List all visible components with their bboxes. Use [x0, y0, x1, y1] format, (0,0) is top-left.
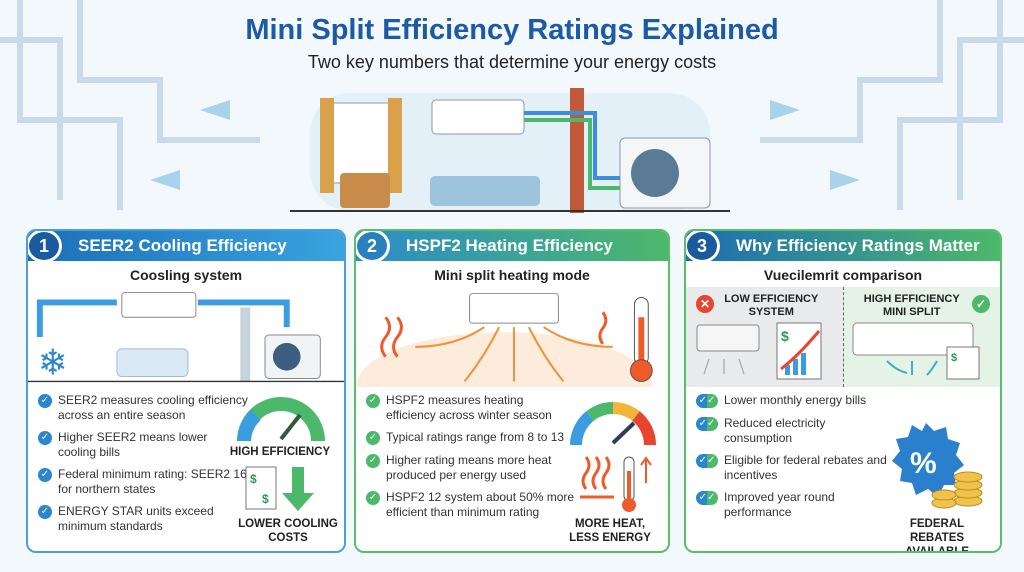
rebate-badge-coins-icon: % — [892, 423, 983, 509]
card-why-ratings-matter: Why Efficiency Ratings Matter 3 Vuecilem… — [684, 229, 1002, 553]
gauge-label: HIGH EFFICIENCY — [229, 446, 331, 458]
heat-thermometer-icon — [580, 456, 652, 512]
low-efficiency-panel: ✕ LOW EFFICIENCY SYSTEM $ — [686, 287, 844, 387]
check-icon: ✓ — [366, 431, 380, 445]
cost-label: LOWER COOLING COSTS — [238, 518, 338, 544]
step-number: 2 — [356, 231, 390, 263]
bullet-list: ✓ HSPF2 measures heating efficiency acros… — [366, 393, 576, 527]
bullet-text: Higher rating means more heat produced p… — [386, 453, 552, 482]
rebate-label: FEDERAL REBATES AVAILABLE — [904, 518, 970, 553]
bullet-text: Federal minimum rating: SEER2 16 for nor… — [58, 467, 247, 496]
bullet-item: ✓ Higher rating means more heat produced … — [366, 453, 576, 482]
page-title: Mini Split Efficiency Ratings Explained — [245, 14, 779, 46]
bill-down-arrow-icon: $$ — [245, 466, 314, 511]
svg-text:$: $ — [250, 472, 257, 486]
check-icon: ✓ — [366, 491, 380, 505]
bullet-list: ✓✓ Lower monthly energy bills ✓✓ Reduced e… — [696, 393, 896, 527]
card-header: Why Efficiency Ratings Matter — [686, 231, 1000, 261]
x-icon: ✕ — [696, 295, 714, 313]
check-icon: ✓ — [38, 394, 52, 408]
bullet-text: Lower monthly energy bills — [724, 393, 867, 407]
home-scene-illustration — [290, 88, 730, 213]
bullet-text: ENERGY STAR units exceed minimum standar… — [58, 504, 214, 533]
bullet-text: HSPF2 measures heating efficiency across… — [386, 393, 552, 422]
efficiency-gauge-icon — [569, 401, 657, 446]
svg-text:❄: ❄ — [38, 343, 68, 383]
bullet-text: Eligible for federal rebates and incenti… — [724, 453, 887, 482]
bullet-text: Typical ratings range from 8 to 13 — [386, 430, 565, 444]
card-subtitle: Mini split heating mode — [434, 267, 590, 283]
check-circle-icon: ✓ — [972, 295, 990, 313]
check-icon: ✓ — [38, 468, 52, 482]
double-check-icon: ✓✓ — [696, 491, 718, 505]
bullet-item: ✓✓ Reduced electricity consumption — [696, 416, 896, 445]
svg-text:$: $ — [262, 492, 269, 506]
step-number: 3 — [686, 231, 720, 263]
percent-symbol: % — [910, 447, 937, 480]
cooling-system-illustration: ❄ — [28, 292, 344, 383]
card-header: HSPF2 Heating Efficiency — [356, 231, 668, 261]
more-heat-label: MORE HEAT, LESS ENERGY — [569, 518, 651, 544]
bullet-text: HSPF2 12 system about 50% more efficient… — [386, 490, 575, 519]
card-subtitle: Vuecilemrit comparison — [763, 267, 923, 283]
card-seer2-cooling: SEER2 Cooling Efficiency 1 Coosling syst… — [26, 229, 346, 553]
bullet-list: ✓ SEER2 measures cooling efficiency acros… — [38, 393, 248, 541]
card-hspf2-heating: HSPF2 Heating Efficiency 2 Mini split he… — [354, 229, 670, 553]
svg-text:$: $ — [781, 328, 789, 344]
bullet-item: ✓ SEER2 measures cooling efficiency acros… — [38, 393, 248, 422]
check-icon: ✓ — [366, 454, 380, 468]
check-icon: ✓ — [38, 505, 52, 519]
check-icon: ✓ — [366, 394, 380, 408]
bullet-item: ✓ HSPF2 measures heating efficiency acros… — [366, 393, 576, 422]
card-subtitle: Coosling system — [129, 267, 243, 283]
double-check-icon: ✓✓ — [696, 417, 718, 431]
svg-text:$: $ — [951, 352, 957, 364]
bullet-text: SEER2 measures cooling efficiency across… — [58, 393, 248, 422]
bullet-item: ✓ Federal minimum rating: SEER2 16 for no… — [38, 467, 248, 496]
high-efficiency-label: HIGH EFFICIENCY MINI SPLIT — [863, 293, 960, 318]
double-check-icon: ✓✓ — [696, 454, 718, 468]
double-check-icon: ✓✓ — [696, 394, 718, 408]
efficiency-comparison: ✕ LOW EFFICIENCY SYSTEM $ ✓ HIGH EFFICIE… — [686, 287, 1000, 387]
bullet-item: ✓ Typical ratings range from 8 to 13 — [366, 430, 576, 445]
bullet-text: Reduced electricity consumption — [724, 416, 826, 445]
page-subtitle: Two key numbers that determine your ener… — [307, 52, 717, 72]
bullet-text: Improved year round performance — [724, 490, 835, 519]
bullet-item: ✓✓ Eligible for federal rebates and incen… — [696, 453, 896, 482]
bullet-item: ✓✓ Improved year round performance — [696, 490, 896, 519]
bullet-item: ✓ ENERGY STAR units exceed minimum standa… — [38, 504, 248, 533]
bullet-item: ✓ HSPF2 12 system about 50% more efficien… — [366, 490, 576, 519]
bullet-text: Higher SEER2 means lower cooling bills — [58, 430, 208, 459]
card-header: SEER2 Cooling Efficiency — [28, 231, 344, 261]
low-efficiency-unit-bill-icon: $ — [696, 322, 822, 380]
step-number: 1 — [28, 231, 62, 263]
bullet-item: ✓✓ Lower monthly energy bills — [696, 393, 896, 408]
high-efficiency-panel: ✓ HIGH EFFICIENCY MINI SPLIT $ — [843, 287, 1000, 387]
heating-mode-illustration — [356, 293, 653, 387]
efficiency-gauge-icon — [237, 397, 325, 442]
high-efficiency-unit-bill-icon: $ — [852, 322, 980, 380]
low-efficiency-label: LOW EFFICIENCY SYSTEM — [724, 293, 819, 318]
check-icon: ✓ — [38, 431, 52, 445]
bullet-item: ✓ Higher SEER2 means lower cooling bills — [38, 430, 248, 459]
